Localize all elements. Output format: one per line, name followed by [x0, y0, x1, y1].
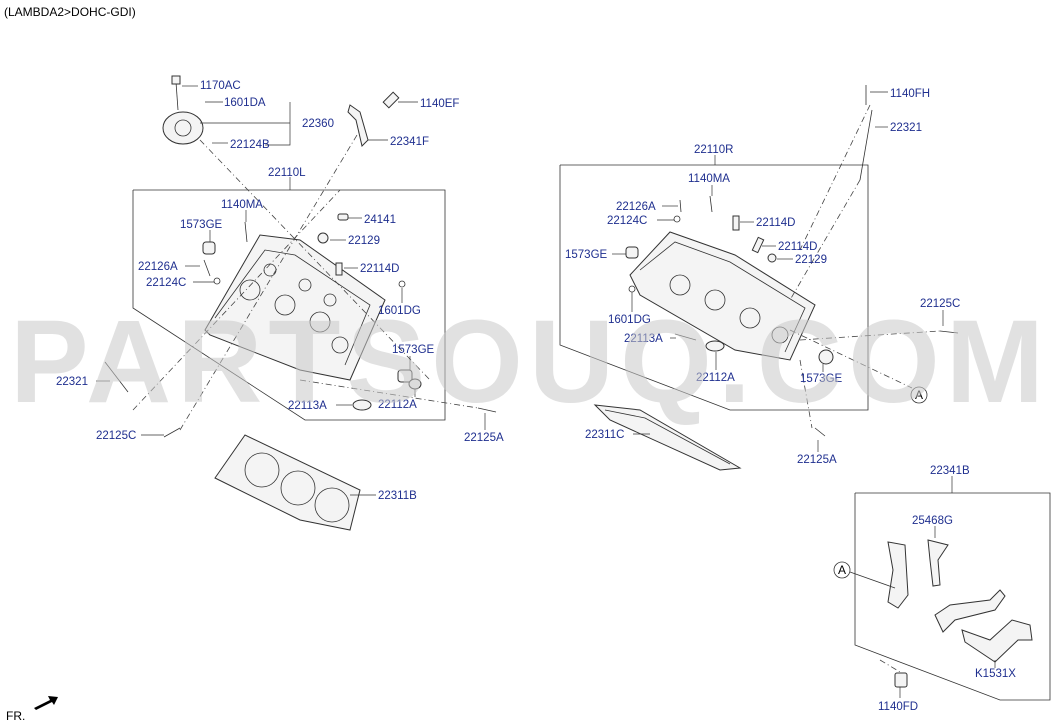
label-22124b[interactable]: 22124B: [230, 139, 270, 151]
diagram-title: (LAMBDA2>DOHC-GDI): [4, 5, 136, 19]
pin-22114d-right1: [732, 215, 740, 231]
pin-22114d-right2: [751, 236, 765, 254]
pipe-assembly: [934, 589, 1006, 633]
bracket-22341b: [887, 541, 909, 609]
plug-1573ge-left2: [397, 369, 413, 383]
bolt-1140ma-right: [709, 195, 713, 213]
callout-marker-a-sub-text: A: [838, 563, 846, 577]
label-1140fh[interactable]: 1140FH: [890, 88, 930, 100]
stud-22125c-right: [939, 330, 959, 334]
hose-k1531x: [961, 619, 1033, 663]
label-22124c-right[interactable]: 22124C: [607, 215, 647, 227]
seal-22113a-left: [352, 399, 372, 411]
label-22124c-left[interactable]: 22124C: [146, 277, 186, 289]
label-22125c-right[interactable]: 22125C: [920, 298, 960, 310]
bolt-22126a-left: [203, 259, 211, 277]
seal-22113a-right: [674, 333, 697, 341]
label-k1531x[interactable]: K1531X: [975, 668, 1016, 680]
front-direction-label: FR.: [6, 709, 25, 723]
gasket-22311b: [214, 434, 361, 531]
cap-22129-left: [317, 232, 329, 244]
stud-22125a-left: [477, 407, 497, 413]
label-1140fd[interactable]: 1140FD: [878, 701, 918, 713]
bolt-1140fd: [894, 672, 908, 688]
label-22360[interactable]: 22360: [302, 118, 334, 130]
plug-1601dg-left: [398, 280, 406, 288]
label-22125a-left[interactable]: 22125A: [464, 432, 504, 444]
bolt-1140ef: [382, 91, 400, 109]
label-22110l[interactable]: 22110L: [268, 167, 306, 179]
front-arrow-icon: [34, 696, 58, 710]
plug-1601dg-right: [628, 285, 636, 293]
pin-22124c-left: [213, 277, 221, 285]
right-assembly-box: [559, 164, 869, 411]
stud-22125c-left: [163, 427, 181, 438]
watermark-text: PARTSOUQ.COM: [10, 296, 1050, 428]
label-1573ge-right1[interactable]: 1573GE: [565, 249, 608, 261]
oring-22112a-right: [705, 340, 725, 352]
label-22114d-left[interactable]: 22114D: [360, 263, 399, 275]
label-22112a-left[interactable]: 22112A: [378, 399, 417, 411]
callout-marker-a-text: A: [915, 388, 923, 402]
label-1573ge-left1[interactable]: 1573GE: [180, 219, 223, 231]
label-22311b[interactable]: 22311B: [378, 490, 417, 502]
label-22341b[interactable]: 22341B: [930, 465, 970, 477]
subassembly-box-22341b: [854, 492, 1051, 701]
plug-1573ge-right2: [818, 349, 834, 365]
label-1573ge-right2[interactable]: 1573GE: [800, 373, 843, 385]
label-22129-left[interactable]: 22129: [348, 235, 380, 247]
bolt-22126a-right: [679, 199, 682, 213]
plug-1573ge-left1: [202, 241, 216, 255]
label-22110r[interactable]: 22110R: [694, 144, 733, 156]
label-1140ma-left[interactable]: 1140MA: [221, 199, 263, 211]
stud-22125a-right: [814, 427, 826, 437]
bracket-22341f: [347, 104, 369, 147]
label-22129-right[interactable]: 22129: [795, 254, 827, 266]
label-22113a-left[interactable]: 22113A: [288, 400, 327, 412]
bolt-1140ma-left: [244, 221, 248, 243]
bolt-22321-left: [104, 361, 129, 393]
label-1601dg-left[interactable]: 1601DG: [378, 305, 421, 317]
gasket-22311c: [593, 404, 742, 471]
label-22311c[interactable]: 22311C: [585, 429, 624, 441]
label-22321-right[interactable]: 22321: [890, 122, 922, 134]
label-22125a-right[interactable]: 22125A: [797, 454, 837, 466]
label-22341f[interactable]: 22341F: [390, 136, 429, 148]
right-cylinder-head: [629, 231, 816, 361]
label-22114d-right2[interactable]: 22114D: [778, 241, 817, 253]
label-1140ma-right[interactable]: 1140MA: [688, 173, 730, 185]
label-22126a-left[interactable]: 22126A: [138, 261, 178, 273]
label-1140ef[interactable]: 1140EF: [420, 98, 459, 110]
dowel-24141: [337, 213, 349, 221]
label-22113a-right[interactable]: 22113A: [624, 333, 663, 345]
vvt-housing: [162, 75, 204, 145]
plug-1573ge-right1: [625, 246, 639, 259]
callout-marker-a-main[interactable]: A: [910, 386, 928, 404]
label-24141[interactable]: 24141: [364, 214, 396, 226]
bolt-22321-right: [859, 109, 873, 181]
callout-marker-a-sub[interactable]: A: [833, 561, 851, 579]
hose-25468g: [927, 539, 949, 587]
label-22321-left[interactable]: 22321: [56, 376, 88, 388]
label-22112a-right[interactable]: 22112A: [696, 372, 735, 384]
pin-22124c-right: [673, 215, 681, 223]
label-1170ac[interactable]: 1170AC: [200, 80, 241, 92]
label-22125c-left[interactable]: 22125C: [96, 430, 136, 442]
label-1573ge-left2[interactable]: 1573GE: [392, 344, 435, 356]
pin-22114d-left: [335, 262, 343, 276]
label-1601da[interactable]: 1601DA: [224, 97, 266, 109]
left-assembly-box: [132, 189, 446, 421]
label-22114d-right1[interactable]: 22114D: [756, 217, 795, 229]
leader-lines: [96, 85, 996, 698]
label-22126a-right[interactable]: 22126A: [616, 201, 656, 213]
cap-22129-right: [767, 253, 777, 263]
label-1601dg-right[interactable]: 1601DG: [608, 314, 651, 326]
label-25468g[interactable]: 25468G: [912, 515, 953, 527]
